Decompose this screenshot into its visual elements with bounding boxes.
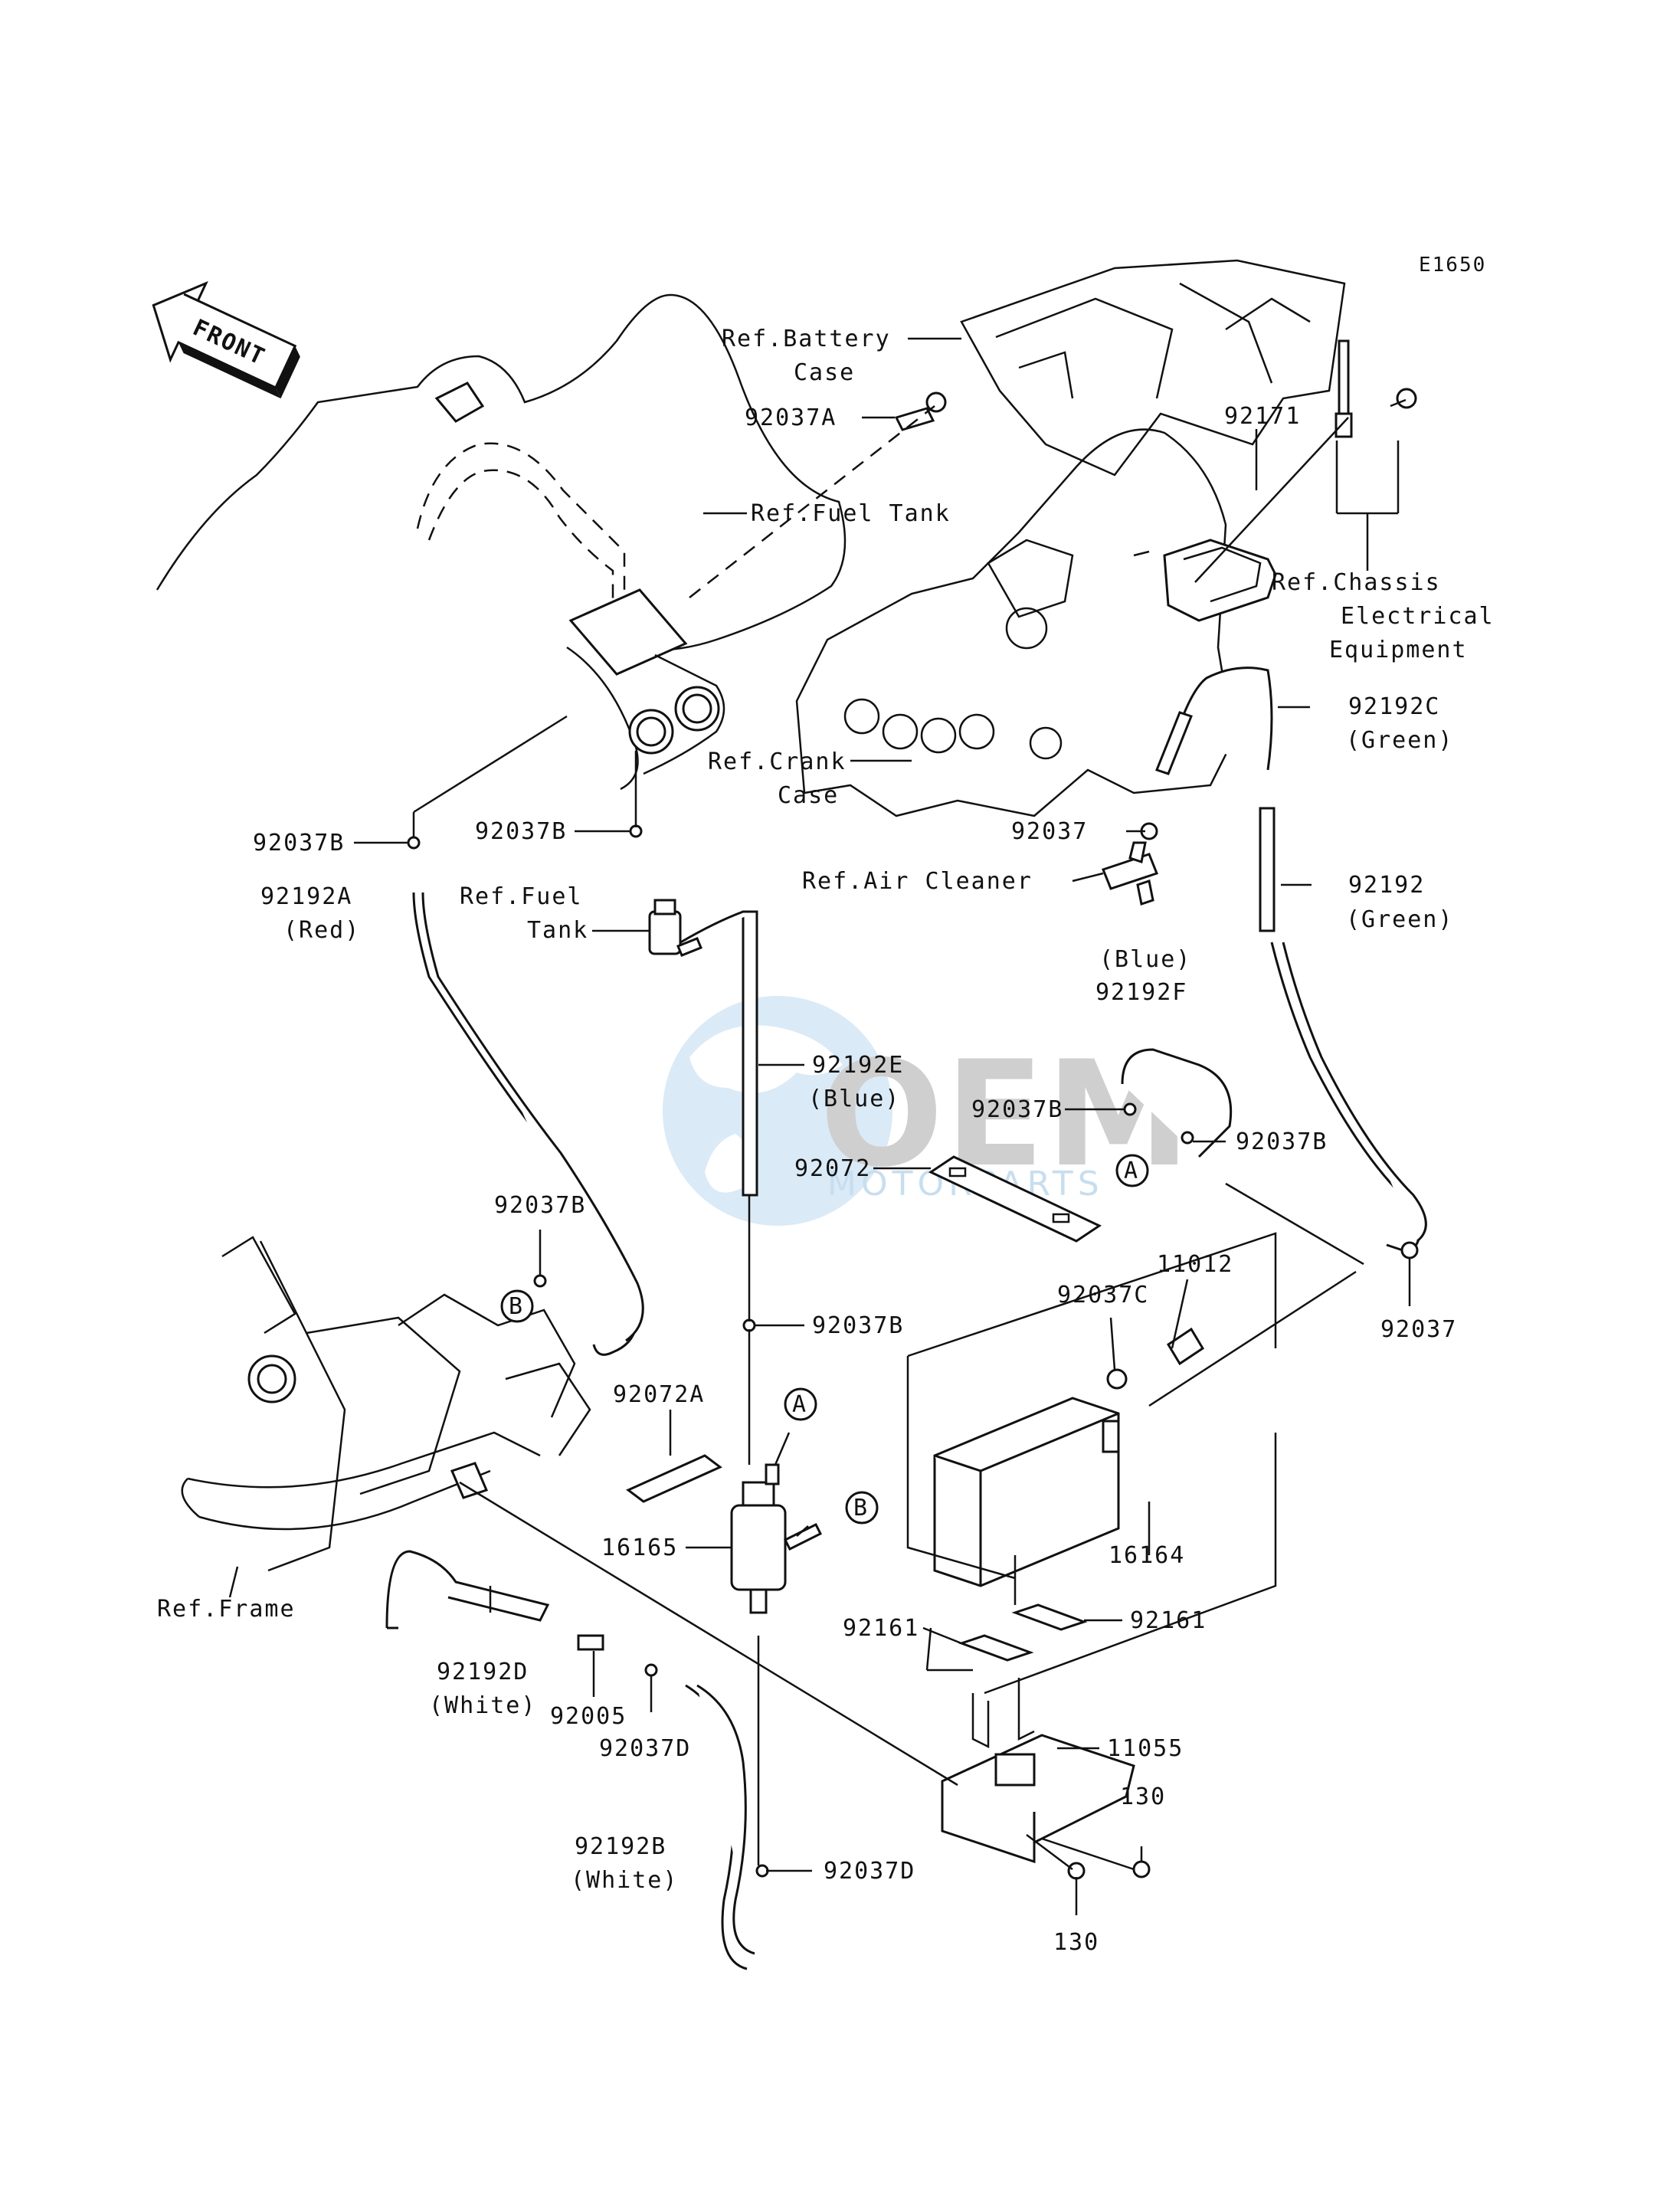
label-92192B-1: 92192B — [575, 1833, 666, 1860]
svg-text:A: A — [1124, 1158, 1139, 1184]
marker-a-top: A — [1115, 1154, 1149, 1187]
label-92192D-2: (White) — [429, 1692, 536, 1719]
crank-case-outline — [795, 428, 1235, 817]
joint-92005 — [577, 1634, 604, 1651]
hose-92192D — [385, 1550, 550, 1629]
strap-92072A — [626, 1454, 722, 1503]
label-92192F-2: 92192F — [1095, 979, 1187, 1006]
label-92192E-1: 92192E — [812, 1052, 904, 1079]
svg-text:B: B — [853, 1495, 869, 1521]
label-92037C: 92037C — [1057, 1282, 1149, 1308]
strap-92072 — [928, 1155, 1102, 1243]
chassis-connector — [1335, 339, 1417, 438]
marker-a-bottom: A — [784, 1387, 817, 1421]
front-arrow-icon: FRONT — [152, 280, 300, 399]
label-92037B-center: 92037B — [475, 818, 567, 845]
label-92192A-2: (Red) — [283, 917, 360, 944]
tee-air-cleaner — [1102, 841, 1158, 906]
label-16165: 16165 — [601, 1534, 678, 1561]
label-92192C-1: 92192C — [1348, 693, 1440, 720]
label-92072A: 92072A — [613, 1381, 705, 1408]
bracket-11055 — [941, 1678, 1135, 1864]
svg-text:A: A — [792, 1391, 807, 1418]
label-92037B-left: 92037B — [253, 830, 345, 856]
label-ref-chassis-2: Electrical — [1341, 603, 1495, 630]
clamp-icons — [407, 822, 1419, 1878]
label-92192E-2: (Blue) — [808, 1086, 900, 1112]
pad-92161-right — [1011, 1603, 1088, 1631]
diagram-code: E1650 — [1419, 254, 1486, 277]
label-ref-frame: Ref.Frame — [157, 1596, 296, 1623]
bolt-130-top — [1132, 1860, 1151, 1878]
label-ref-crank-case-1: Ref.Crank — [708, 748, 847, 775]
label-92192C-2: (Green) — [1346, 727, 1453, 754]
label-92037B-blue: 92037B — [971, 1096, 1063, 1123]
label-ref-chassis-1: Ref.Chassis — [1272, 569, 1441, 596]
bolt-92037A — [894, 391, 947, 431]
fuel-filter-16165 — [730, 1463, 823, 1614]
fuel-tank-outline — [156, 293, 847, 791]
marker-b-left: B — [500, 1289, 534, 1323]
hose-92192F — [1121, 1048, 1233, 1158]
marker-b-bottom: B — [845, 1491, 879, 1525]
part-labels: Ref.Battery Case 92037A Ref.Fuel Tank 92… — [157, 326, 1495, 1956]
label-16164: 16164 — [1109, 1542, 1185, 1569]
label-92037D-left: 92037D — [599, 1735, 691, 1762]
watermark-continents — [689, 1025, 843, 1193]
label-92037-right: 92037 — [1380, 1316, 1457, 1343]
label-ref-air-cleaner: Ref.Air Cleaner — [802, 868, 1033, 895]
label-92037A: 92037A — [745, 404, 837, 431]
label-11055: 11055 — [1107, 1735, 1184, 1762]
hose-92192 — [1259, 807, 1276, 932]
label-92192-1: 92192 — [1348, 872, 1425, 899]
label-ref-fuel-tank-mid-1: Ref.Fuel — [460, 883, 583, 910]
label-ref-battery-case-2: Case — [794, 359, 855, 386]
label-92037-mid: 92037 — [1011, 818, 1088, 845]
box-16164 — [906, 1232, 1277, 1695]
label-ref-battery-case-1: Ref.Battery — [722, 326, 891, 352]
pipe-11012 — [1166, 1327, 1205, 1366]
label-92037B-right: 92037B — [1236, 1128, 1328, 1155]
svg-text:B: B — [509, 1293, 524, 1320]
label-130-top: 130 — [1120, 1783, 1166, 1810]
label-92192D-1: 92192D — [437, 1659, 529, 1685]
label-11012: 11012 — [1157, 1251, 1233, 1278]
canister-16164 — [933, 1397, 1120, 1587]
label-92192A-1: 92192A — [260, 883, 352, 910]
label-92161-right: 92161 — [1130, 1607, 1207, 1634]
label-92037B-b: 92037B — [494, 1192, 586, 1219]
bracket-92171 — [1163, 539, 1277, 622]
label-92037B-low: 92037B — [812, 1312, 904, 1339]
label-92072: 92072 — [794, 1155, 871, 1182]
label-92037D-right: 92037D — [824, 1858, 915, 1885]
clamp-92037C — [1106, 1368, 1128, 1390]
frame-outline — [181, 1236, 591, 1572]
label-ref-crank-case-2: Case — [778, 782, 839, 809]
label-ref-fuel-tank-mid-2: Tank — [527, 917, 588, 944]
label-ref-chassis-3: Equipment — [1329, 637, 1468, 663]
label-130-bottom: 130 — [1053, 1929, 1099, 1956]
label-ref-fuel-tank-top: Ref.Fuel Tank — [751, 500, 951, 527]
hose-92192C — [1174, 667, 1273, 771]
label-92005: 92005 — [550, 1703, 627, 1730]
battery-case-outline — [960, 259, 1346, 477]
label-92192-2: (Green) — [1346, 906, 1453, 933]
tank-fitting — [648, 899, 702, 957]
hose-92192E — [742, 910, 758, 1197]
label-92192F-1: (Blue) — [1099, 946, 1191, 973]
bolt-130-bottom — [1067, 1862, 1086, 1880]
label-92192B-2: (White) — [571, 1867, 678, 1894]
label-92161-left: 92161 — [843, 1615, 919, 1642]
leader-lines — [228, 337, 1411, 1915]
label-92171: 92171 — [1224, 403, 1301, 430]
pad-92161-left — [958, 1634, 1034, 1662]
